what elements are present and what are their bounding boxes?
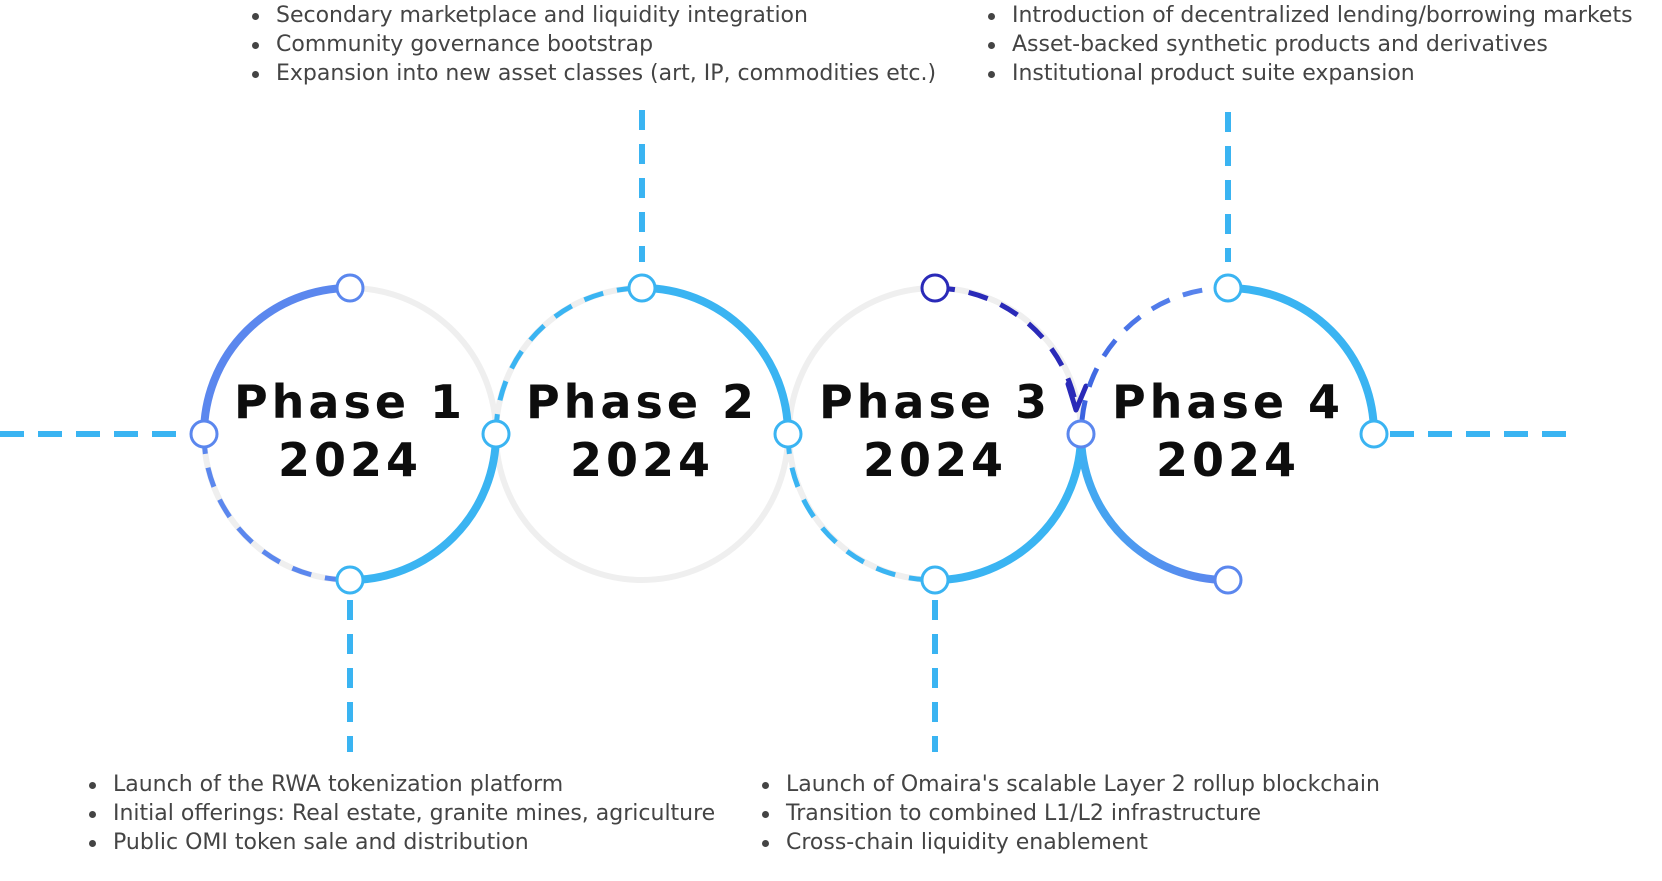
phase2-arc-top [638, 284, 792, 438]
list-item: Transition to combined L1/L2 infrastruct… [760, 799, 1380, 828]
list-item: Launch of the RWA tokenization platform [87, 770, 715, 799]
node-phase2-right [773, 419, 803, 449]
node-phase1-right [481, 419, 511, 449]
phase3-title: Phase 3 [819, 375, 1051, 429]
phase1-arc-right [346, 430, 500, 584]
list-item: Cross-chain liquidity enablement [760, 828, 1380, 857]
phase1-arc-bottom-dashed [201, 433, 351, 583]
list-item: Launch of Omaira's scalable Layer 2 roll… [760, 770, 1380, 799]
node-phase1-left [189, 419, 219, 449]
phase2-arc-left-dashed [493, 285, 643, 435]
node-phase3-top [920, 273, 950, 303]
phase3-arc-bottom [931, 430, 1085, 584]
phase1-year: 2024 [278, 433, 422, 487]
phase1-arc-top [200, 284, 354, 438]
phase2-title: Phase 2 [526, 375, 758, 429]
node-phase1-bottom [335, 565, 365, 595]
list-item: Institutional product suite expansion [986, 59, 1633, 88]
node-phase4-tail [1213, 565, 1243, 595]
phase4-milestones: Introduction of decentralized lending/bo… [986, 1, 1633, 88]
phase3-milestones: Launch of Omaira's scalable Layer 2 roll… [760, 770, 1380, 857]
list-item: Asset-backed synthetic products and deri… [986, 30, 1633, 59]
list-item: Initial offerings: Real estate, granite … [87, 799, 715, 828]
list-item: Community governance bootstrap [250, 30, 936, 59]
phase3-arc-top-dashed [934, 285, 1079, 406]
node-phase3-bottom [920, 565, 950, 595]
node-phase1-top [335, 273, 365, 303]
phase4-tail-arc [1077, 430, 1232, 585]
phase2-milestones: Secondary marketplace and liquidity inte… [250, 1, 936, 88]
phase4-year: 2024 [1156, 433, 1300, 487]
phase4-arc-left-dashed [1079, 285, 1229, 421]
ring-nodes [189, 273, 1389, 595]
phase1-title: Phase 1 [234, 375, 466, 429]
phase3-arc-left-dashed [785, 433, 936, 583]
phase3-arrowhead [1065, 381, 1089, 413]
node-phase4-top [1213, 273, 1243, 303]
list-item: Secondary marketplace and liquidity inte… [250, 1, 936, 30]
phase4-title: Phase 4 [1112, 375, 1344, 429]
node-phase2-top [627, 273, 657, 303]
list-item: Introduction of decentralized lending/bo… [986, 1, 1633, 30]
phase4-arc-top [1224, 284, 1378, 438]
node-phase4-right [1359, 419, 1389, 449]
node-phase3-right [1066, 419, 1096, 449]
list-item: Expansion into new asset classes (art, I… [250, 59, 936, 88]
phase2-year: 2024 [570, 433, 714, 487]
phase1-milestones: Launch of the RWA tokenization platform … [87, 770, 715, 857]
list-item: Public OMI token sale and distribution [87, 828, 715, 857]
phase3-year: 2024 [863, 433, 1007, 487]
